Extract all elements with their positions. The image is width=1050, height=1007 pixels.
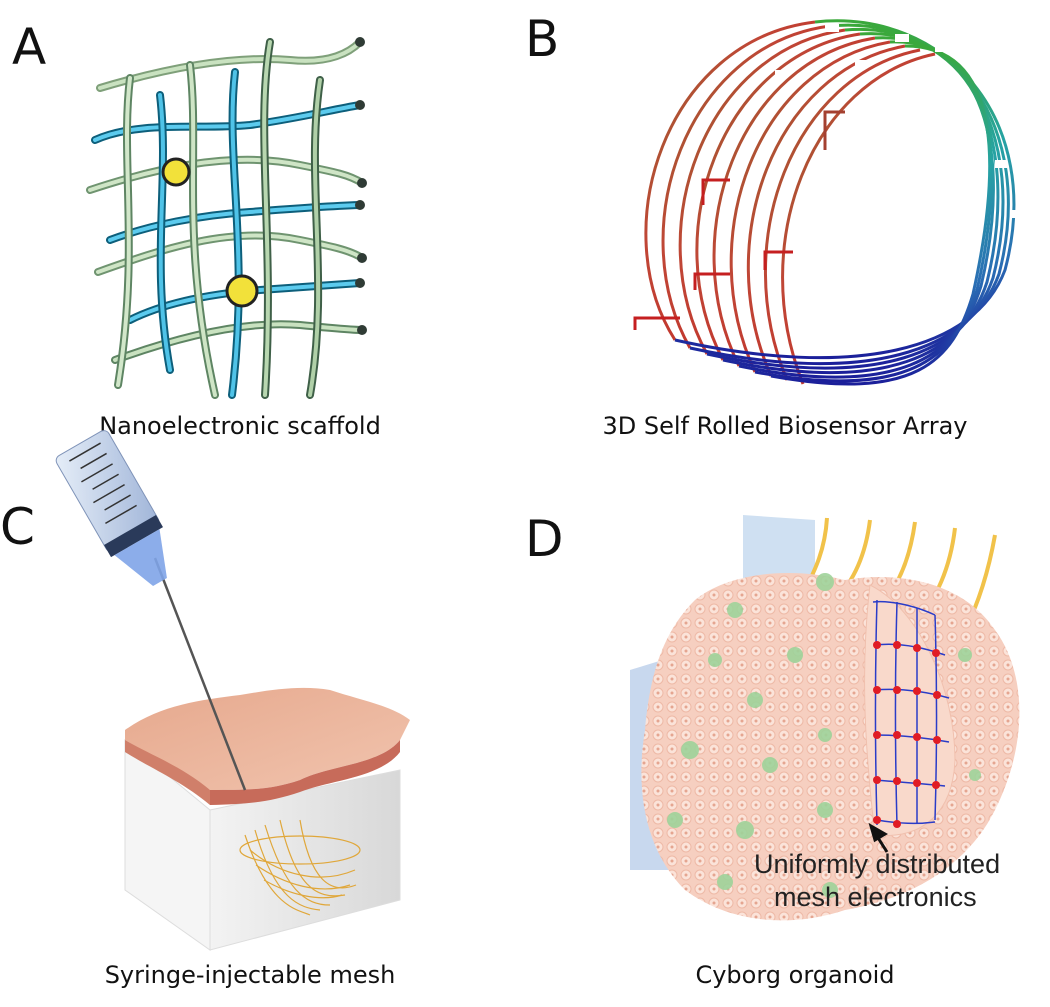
- sensor-node: [225, 274, 259, 308]
- panel-c-letter: C: [0, 498, 35, 556]
- syringe-injectable-mesh-illustration: [55, 430, 410, 951]
- panel-a-letter: A: [12, 18, 47, 76]
- panel-d: D: [525, 490, 1050, 1007]
- annotation-line-2: mesh electronics: [774, 881, 977, 912]
- panel-b: B: [525, 0, 1050, 470]
- panel-a-caption: Nanoelectronic scaffold: [99, 412, 381, 440]
- sensor-node: [161, 157, 191, 187]
- nanoelectronic-scaffold-illustration: [86, 37, 367, 399]
- cyborg-organoid-illustration: [630, 515, 1020, 921]
- panel-a: A: [0, 0, 525, 470]
- annotation-line-1: Uniformly distributed: [754, 849, 1001, 879]
- panel-d-caption: Cyborg organoid: [695, 961, 895, 989]
- panel-b-letter: B: [525, 10, 560, 68]
- panel-c-caption: Syringe-injectable mesh: [104, 961, 396, 989]
- self-rolled-biosensor-array-illustration: [633, 19, 1021, 386]
- panel-b-caption: 3D Self Rolled Biosensor Array: [602, 412, 968, 440]
- panel-c: C: [0, 430, 525, 1007]
- panel-d-letter: D: [525, 510, 564, 568]
- annotation-arrow: [868, 822, 889, 853]
- mesh-electronics-annotation: Uniformly distributed mesh electronics: [754, 848, 1000, 914]
